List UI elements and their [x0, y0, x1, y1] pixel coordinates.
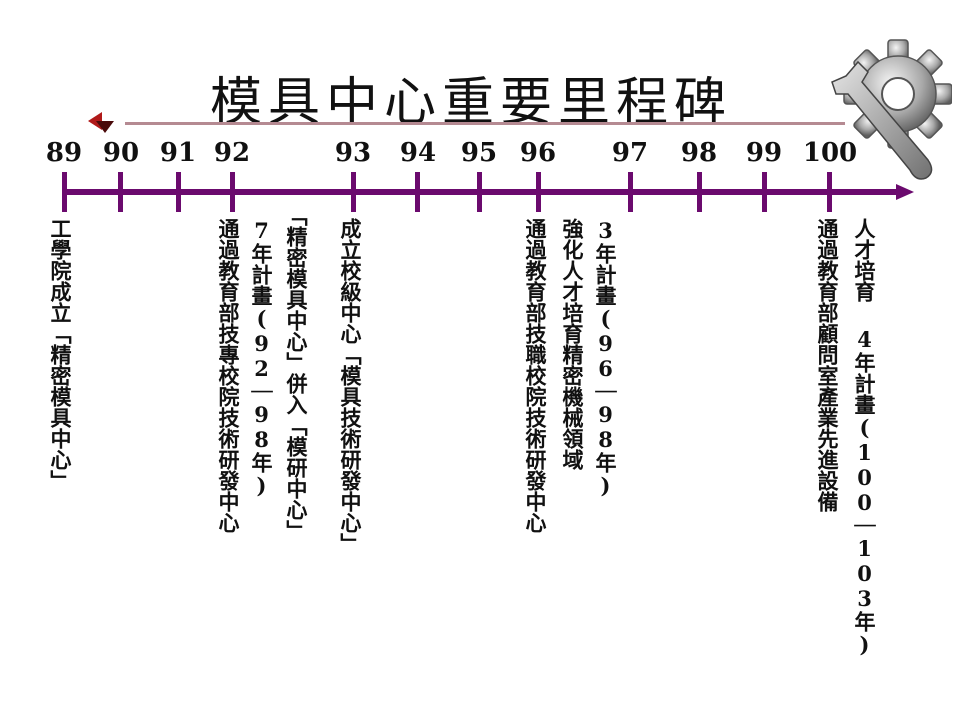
year-label: 98 — [680, 138, 718, 168]
event-96-c: 3年計畫(96｜98年) — [593, 218, 618, 498]
tick-93 — [351, 172, 356, 212]
event-92-c: 「精密模具中心」併入「模研中心」 — [284, 205, 309, 541]
tick-90 — [118, 172, 123, 212]
tick-91 — [176, 172, 181, 212]
event-96-b: 強化人才培育精密機械領域 — [560, 218, 585, 470]
event-93: 成立校級中心「模具技術研發中心」 — [338, 218, 363, 554]
tick-92 — [230, 172, 235, 212]
year-label: 95 — [460, 138, 498, 168]
year-label: 97 — [611, 138, 649, 168]
year-label: 93 — [334, 138, 372, 168]
year-label: 89 — [45, 138, 83, 168]
tick-100 — [827, 172, 832, 212]
tick-99 — [762, 172, 767, 212]
year-label: 92 — [213, 138, 251, 168]
event-92-b: 7年計畫(92｜98年) — [249, 218, 274, 498]
year-label: 91 — [159, 138, 197, 168]
tick-95 — [477, 172, 482, 212]
event-89: 工學院成立「精密模具中心」 — [48, 218, 73, 491]
tick-94 — [415, 172, 420, 212]
year-label: 90 — [102, 138, 140, 168]
tick-96 — [536, 172, 541, 212]
event-92-a: 通過教育部技專校院技術研發中心 — [216, 218, 241, 533]
event-100-b: 人才培育 4年計畫(100｜103年) — [852, 218, 877, 657]
event-96-a: 通過教育部技職校院技術研發中心 — [523, 218, 548, 533]
tick-98 — [697, 172, 702, 212]
year-label: 94 — [399, 138, 437, 168]
year-label: 96 — [519, 138, 557, 168]
timeline-axis — [62, 189, 902, 195]
title-underline — [125, 122, 845, 125]
bullet-arrow-shadow-icon — [96, 121, 114, 133]
year-label: 100 — [802, 138, 858, 168]
tick-97 — [628, 172, 633, 212]
year-label: 99 — [745, 138, 783, 168]
gear-wrench-icon — [831, 39, 952, 180]
event-100-a: 通過教育部顧問室產業先進設備 — [815, 218, 840, 512]
tick-89 — [62, 172, 67, 212]
timeline-arrow-icon — [896, 184, 914, 200]
